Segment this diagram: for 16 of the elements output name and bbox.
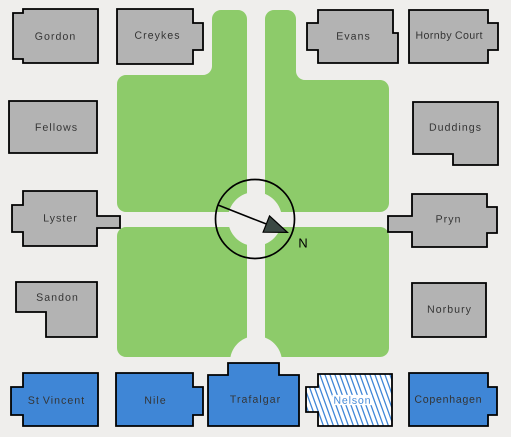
building: Trafalgar xyxy=(207,362,300,427)
building: St Vincent xyxy=(10,372,99,427)
building: Fellows xyxy=(8,100,98,154)
building: Norbury xyxy=(411,282,487,338)
building: Lyster xyxy=(11,190,121,247)
building: Hornby Court xyxy=(408,9,499,64)
building: Copenhagen xyxy=(408,372,498,427)
building: Creykes xyxy=(116,8,204,65)
building: Duddings xyxy=(412,101,499,166)
building: Gordon xyxy=(12,8,99,64)
building: Nile xyxy=(115,372,204,427)
building: Nelson xyxy=(305,373,393,427)
building: Pryn xyxy=(387,193,498,248)
compass-letter: N xyxy=(299,238,307,248)
building: Evans xyxy=(306,9,399,64)
building: Sandon xyxy=(15,281,98,338)
